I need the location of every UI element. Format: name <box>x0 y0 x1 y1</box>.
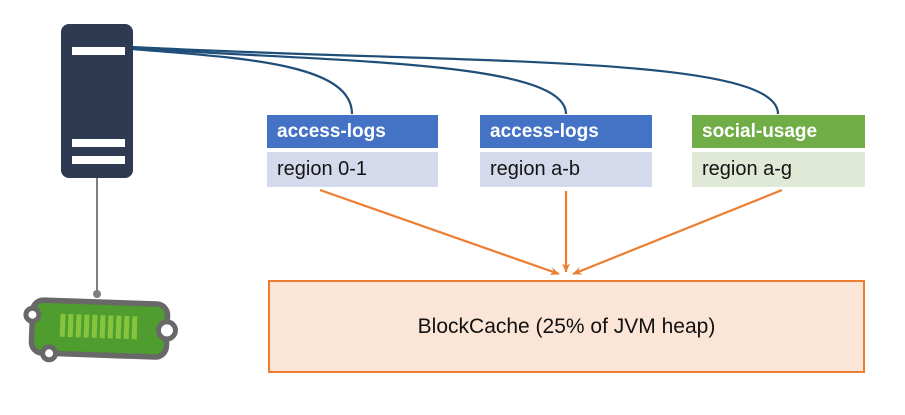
table-header: access-logs <box>267 115 438 148</box>
table-box-social-usage: social-usage region a-g <box>692 115 865 187</box>
server-slot <box>72 47 125 55</box>
server-to-table1-connector <box>131 47 354 115</box>
memory-chip-pins <box>59 313 138 340</box>
blockcache-box: BlockCache (25% of JVM heap) <box>268 280 865 373</box>
server-to-table2-connector <box>131 46 568 115</box>
memory-chip-notches <box>23 305 178 363</box>
memory-chip-icon <box>23 297 178 363</box>
server-slot <box>72 139 125 147</box>
table1-to-blockcache-arrow <box>319 188 560 276</box>
table-region-row: region a-g <box>692 152 865 187</box>
table-header: access-logs <box>480 115 652 148</box>
blockcache-label: BlockCache (25% of JVM heap) <box>417 314 716 338</box>
table-header: social-usage <box>692 115 865 148</box>
memory-line-endpoint-dot <box>93 290 101 298</box>
memory-chip-body <box>23 297 178 363</box>
server-to-table3-connector <box>131 45 780 115</box>
server-icon <box>61 24 133 178</box>
table3-to-blockcache-arrow <box>572 188 783 276</box>
table-region-row: region a-b <box>480 152 652 187</box>
server-slot <box>72 156 125 164</box>
table-box-access-logs-2: access-logs region a-b <box>480 115 652 187</box>
table-region-row: region 0-1 <box>267 152 438 187</box>
table-box-access-logs-1: access-logs region 0-1 <box>267 115 438 187</box>
